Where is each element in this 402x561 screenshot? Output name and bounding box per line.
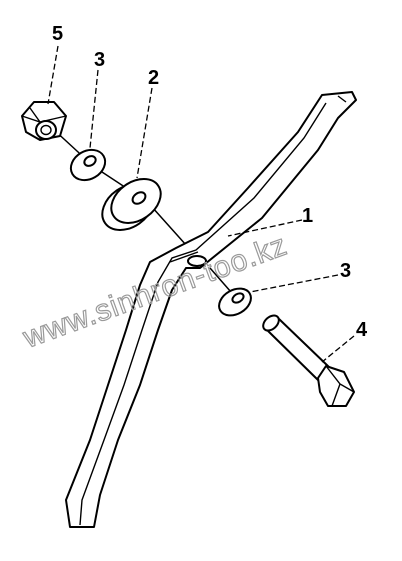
callout-spacer: 2 bbox=[148, 67, 159, 89]
nut bbox=[21, 101, 67, 141]
assembly-axis-line bbox=[51, 127, 239, 301]
leader-lines bbox=[47, 45, 355, 363]
spacer bbox=[101, 178, 162, 231]
callout-bracket: 1 bbox=[302, 205, 313, 227]
callout-nut: 5 bbox=[52, 23, 63, 45]
callout-washer-bottom: 3 bbox=[340, 260, 351, 282]
washer-bottom bbox=[218, 287, 252, 317]
bolt bbox=[262, 314, 355, 407]
washer-top bbox=[69, 148, 107, 182]
bracket bbox=[65, 91, 357, 528]
callout-washer-top: 3 bbox=[94, 49, 105, 71]
callout-bolt: 4 bbox=[356, 319, 368, 341]
